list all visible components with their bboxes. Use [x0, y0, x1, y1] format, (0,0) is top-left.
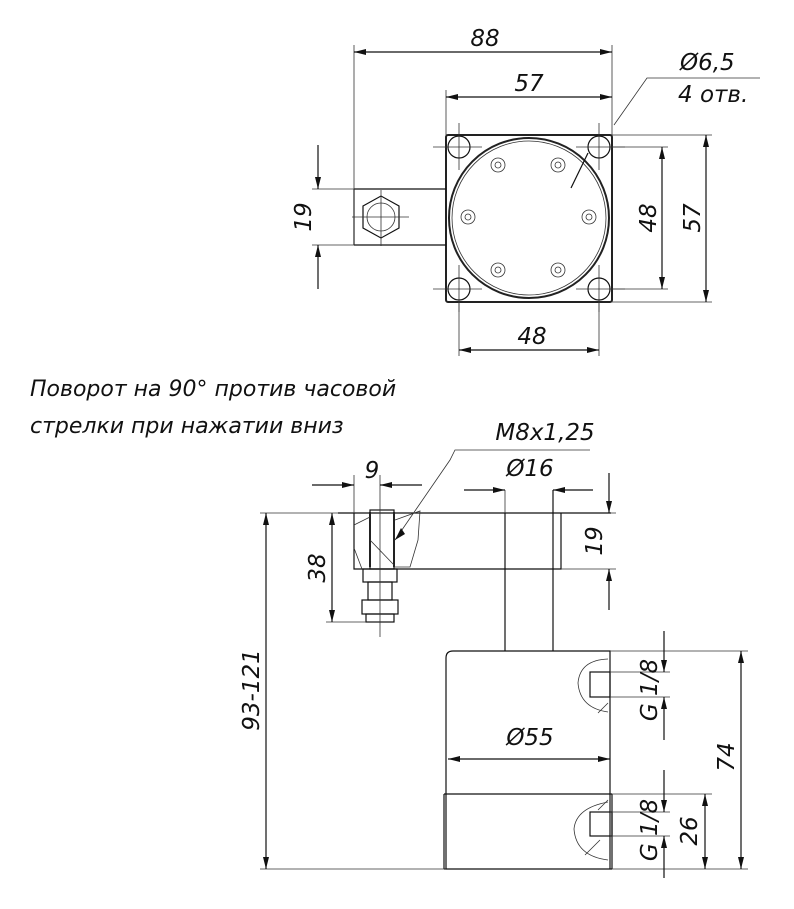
dim-57-right: 57: [680, 203, 706, 233]
body-circle: [448, 137, 610, 299]
dim-port-lower: G 1/8: [637, 799, 663, 861]
dim-88: 88: [470, 26, 499, 52]
body-square: [445, 134, 613, 303]
screw: [353, 480, 421, 637]
ports: [573, 658, 613, 861]
dim-total-height: 93-121: [239, 649, 265, 730]
dim-48-bottom: 48: [517, 324, 546, 350]
screw-holes: [460, 157, 597, 278]
dim-thread: M8x1,25: [495, 420, 594, 446]
dim-hole-count: 4 отв.: [678, 82, 748, 108]
note-line-2: стрелки при нажатии вниз: [30, 414, 344, 439]
dim-9: 9: [365, 458, 380, 484]
dim-74: 74: [714, 742, 740, 771]
rod: [504, 490, 554, 651]
dim-26: 26: [677, 816, 703, 845]
top-view: 88 57 Ø6,5 4 отв. 19 48 57 48: [291, 26, 760, 356]
dim-38: 38: [305, 553, 331, 582]
dim-rod-diameter: Ø16: [505, 456, 553, 482]
dim-body-diameter: Ø55: [505, 725, 553, 751]
dim-hole-diameter: Ø6,5: [679, 50, 735, 76]
note-line-1: Поворот на 90° против часовой: [30, 377, 396, 402]
dim-48-vertical: 48: [636, 203, 662, 232]
dim-19-side: 19: [582, 526, 608, 555]
side-view: 9 Ø16 M8x1,25 19 38 93-121 Ø55 G 1/8 G 1…: [239, 420, 748, 878]
mounting-holes: [433, 123, 625, 312]
dim-19-top: 19: [291, 202, 317, 231]
body-cylinder: [443, 650, 613, 870]
dim-port-upper: G 1/8: [637, 659, 663, 721]
arm: [352, 188, 446, 246]
arm-side: [338, 512, 611, 570]
dim-57-top: 57: [514, 71, 544, 97]
